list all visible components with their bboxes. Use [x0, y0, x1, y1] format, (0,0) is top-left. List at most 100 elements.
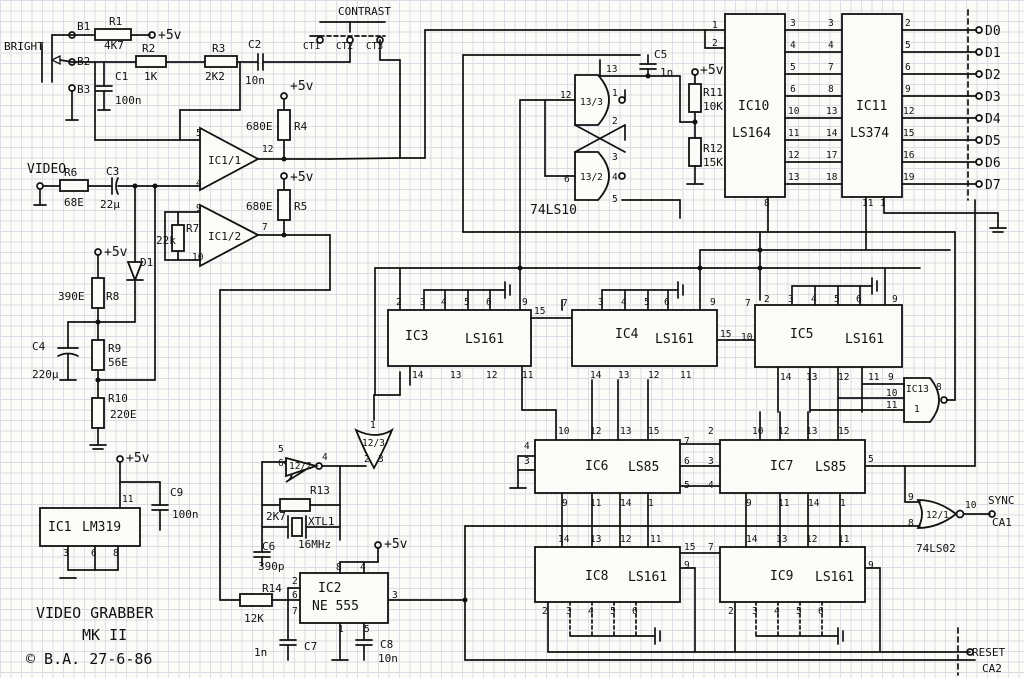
- svg-text:15: 15: [838, 426, 849, 437]
- svg-text:5: 5: [610, 606, 616, 617]
- ct1-label: CT1: [303, 41, 320, 52]
- svg-text:12: 12: [560, 90, 571, 101]
- svg-text:10: 10: [788, 106, 800, 117]
- r5-resistor: [277, 189, 291, 221]
- ic1-type: LM319: [82, 520, 121, 535]
- r8-value: 390E: [58, 290, 85, 303]
- b3-label: B3: [77, 83, 90, 96]
- svg-text:9: 9: [868, 560, 874, 571]
- svg-text:12: 12: [903, 106, 914, 117]
- svg-text:3: 3: [790, 18, 796, 29]
- svg-text:4: 4: [196, 178, 202, 189]
- svg-text:9: 9: [196, 203, 202, 214]
- r6-resistor: [59, 179, 89, 192]
- ic2-label: IC2: [318, 581, 341, 596]
- ic8-type: LS161: [628, 570, 667, 585]
- svg-text:9: 9: [684, 560, 690, 571]
- svg-text:14: 14: [590, 370, 602, 381]
- svg-text:6: 6: [278, 458, 284, 469]
- svg-text:10: 10: [741, 332, 753, 343]
- svg-text:11: 11: [838, 534, 850, 545]
- output-d0: D0: [985, 24, 1001, 39]
- svg-text:13: 13: [606, 64, 617, 75]
- svg-text:15: 15: [648, 426, 659, 437]
- svg-text:12: 12: [486, 370, 497, 381]
- svg-text:12: 12: [620, 534, 631, 545]
- svg-text:10: 10: [192, 252, 204, 263]
- ic1-label: IC1: [48, 520, 71, 535]
- svg-text:13: 13: [590, 534, 601, 545]
- svg-text:4: 4: [790, 40, 796, 51]
- r4-label: R4: [294, 120, 308, 133]
- svg-text:14: 14: [746, 534, 758, 545]
- svg-text:16: 16: [903, 150, 915, 161]
- svg-text:5: 5: [796, 606, 802, 617]
- svg-text:6: 6: [632, 606, 638, 617]
- ls10-label: 74LS10: [530, 203, 577, 218]
- svg-text:5: 5: [364, 624, 370, 635]
- svg-text:10: 10: [965, 500, 977, 511]
- svg-text:12: 12: [590, 426, 601, 437]
- svg-text:13: 13: [618, 370, 629, 381]
- svg-text:5: 5: [790, 62, 796, 73]
- svg-text:1: 1: [338, 624, 344, 635]
- svg-text:6: 6: [664, 297, 670, 308]
- r3-resistor: [204, 55, 238, 68]
- b1-label: B1: [77, 20, 90, 33]
- svg-text:2: 2: [364, 454, 370, 465]
- ic5-type: LS161: [845, 332, 884, 347]
- ic13-label: IC13: [906, 384, 929, 395]
- r2-label: R2: [142, 42, 155, 55]
- ic5-label: IC5: [790, 327, 813, 342]
- ic11-type: LS374: [850, 126, 889, 141]
- ic6-label: IC6: [585, 459, 608, 474]
- ct3-label: CT3: [366, 41, 383, 52]
- xtl1-label: XTL1: [308, 515, 335, 528]
- r11-label: R11: [703, 86, 723, 99]
- ic11-label: IC11: [856, 99, 887, 114]
- r1-label: R1: [109, 15, 122, 28]
- svg-text:18: 18: [826, 172, 838, 183]
- ic13-gate: 1: [914, 404, 920, 415]
- sync-label: SYNC: [988, 494, 1015, 507]
- output-d5: D5: [985, 134, 1001, 149]
- svg-text:9: 9: [710, 297, 716, 308]
- ca2-label: CA2: [982, 662, 1002, 675]
- ic7-type: LS85: [815, 460, 846, 475]
- svg-text:5: 5: [278, 444, 284, 455]
- svg-text:12: 12: [262, 144, 273, 155]
- svg-text:4: 4: [828, 40, 834, 51]
- r13-value: 2K7: [266, 510, 286, 523]
- plus5v-r1: +5v: [158, 28, 182, 43]
- svg-text:13: 13: [776, 534, 787, 545]
- plus5v-ic1: +5v: [126, 451, 150, 466]
- svg-text:6: 6: [790, 84, 796, 95]
- c8-value: 10n: [378, 652, 398, 665]
- svg-text:1: 1: [712, 20, 718, 31]
- r5-label: R5: [294, 200, 307, 213]
- svg-text:7: 7: [262, 222, 268, 233]
- svg-text:11: 11: [680, 370, 692, 381]
- bright-label: BRIGHT: [4, 40, 44, 53]
- svg-text:5: 5: [868, 454, 874, 465]
- svg-text:10: 10: [886, 388, 898, 399]
- svg-text:7: 7: [684, 436, 690, 447]
- svg-text:10: 10: [752, 426, 764, 437]
- svg-text:8: 8: [908, 518, 914, 529]
- svg-text:6: 6: [818, 606, 824, 617]
- svg-text:2: 2: [712, 38, 718, 49]
- c3-label: C3: [106, 165, 119, 178]
- svg-text:14: 14: [620, 498, 632, 509]
- svg-text:2: 2: [396, 297, 402, 308]
- ic4-label: IC4: [615, 327, 639, 342]
- c8-label: C8: [380, 638, 393, 651]
- svg-text:9: 9: [888, 372, 894, 383]
- svg-text:6: 6: [905, 62, 911, 73]
